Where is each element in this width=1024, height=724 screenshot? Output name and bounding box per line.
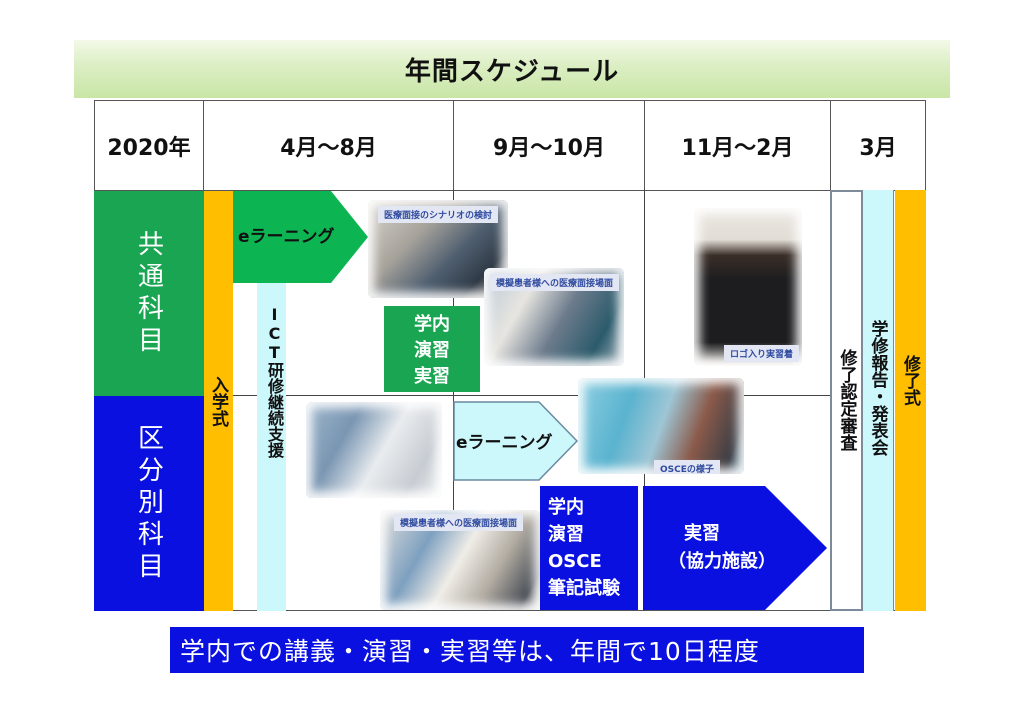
common-campus-practice-box: 学内 演習 実習	[384, 306, 480, 392]
photo-caption: 模擬患者様への医療面接場面	[490, 274, 620, 291]
grid-line	[453, 190, 454, 611]
clinical-practicum-arrow	[643, 486, 827, 610]
row-label-specialty: 区分別科目	[94, 396, 204, 611]
box-line: 演習	[414, 340, 450, 361]
photo-caption: ロゴ入り実習着	[724, 345, 800, 362]
box-line: 筆記試験	[548, 578, 620, 599]
grid-line	[203, 395, 830, 396]
specialty-elearning-label: eラーニング	[456, 433, 553, 453]
header-period-sep-oct: 9月～10月	[453, 100, 645, 191]
row-label-common: 共通科目	[94, 191, 204, 396]
box-line: （協力施設）	[668, 551, 776, 572]
graduation-ceremony-bar	[895, 190, 926, 611]
photo-hospital-bed	[306, 402, 442, 498]
common-elearning-label: eラーニング	[238, 227, 335, 247]
photo-osce: OSCEの様子	[578, 378, 744, 474]
footer-note: 学内での講義・演習・実習等は、年間で10日程度	[170, 627, 864, 673]
photo-caption: OSCEの様子	[654, 460, 720, 474]
photo-caption: 模擬患者様への医療面接場面	[394, 514, 524, 531]
photo-caption: 医療面接のシナリオの検討	[378, 206, 499, 223]
page-title: 年間スケジュール	[74, 40, 950, 98]
completion-review-label: 修了認定審査	[836, 349, 857, 451]
box-line: 学内	[548, 497, 584, 518]
report-presentation-bar	[862, 190, 894, 611]
clinical-practicum-label: 実習 （協力施設）	[668, 520, 808, 576]
photo-mock-patient-interview: 模擬患者様への医療面接場面	[484, 268, 624, 366]
report-presentation-label: 学修報告・発表会	[867, 320, 888, 456]
header-period-apr-aug: 4月～8月	[203, 100, 454, 191]
box-line: 実習	[684, 523, 720, 544]
ict-support-bar	[257, 283, 286, 611]
specialty-campus-practice-box: 学内 演習 OSCE 筆記試験	[540, 486, 638, 610]
graduation-ceremony-label: 修了式	[900, 354, 920, 406]
header-period-mar: 3月	[830, 100, 926, 191]
common-elearning-arrow	[233, 191, 368, 283]
photo-mock-patient-interview-2: 模擬患者様への医療面接場面	[380, 510, 540, 610]
header-period-nov-feb: 11月～2月	[644, 100, 831, 191]
box-line: OSCE	[548, 551, 602, 572]
photo-logo-uniform: ロゴ入り実習着	[694, 208, 802, 366]
specialty-elearning-arrow	[453, 401, 579, 481]
box-line: 実習	[414, 366, 450, 387]
box-line: 学内	[414, 314, 450, 335]
box-line: 演習	[548, 524, 584, 545]
ict-support-label: ICT研修継続支援	[265, 305, 284, 458]
entrance-ceremony-bar: 入学式	[204, 191, 233, 611]
header-year: 2020年	[94, 100, 204, 191]
